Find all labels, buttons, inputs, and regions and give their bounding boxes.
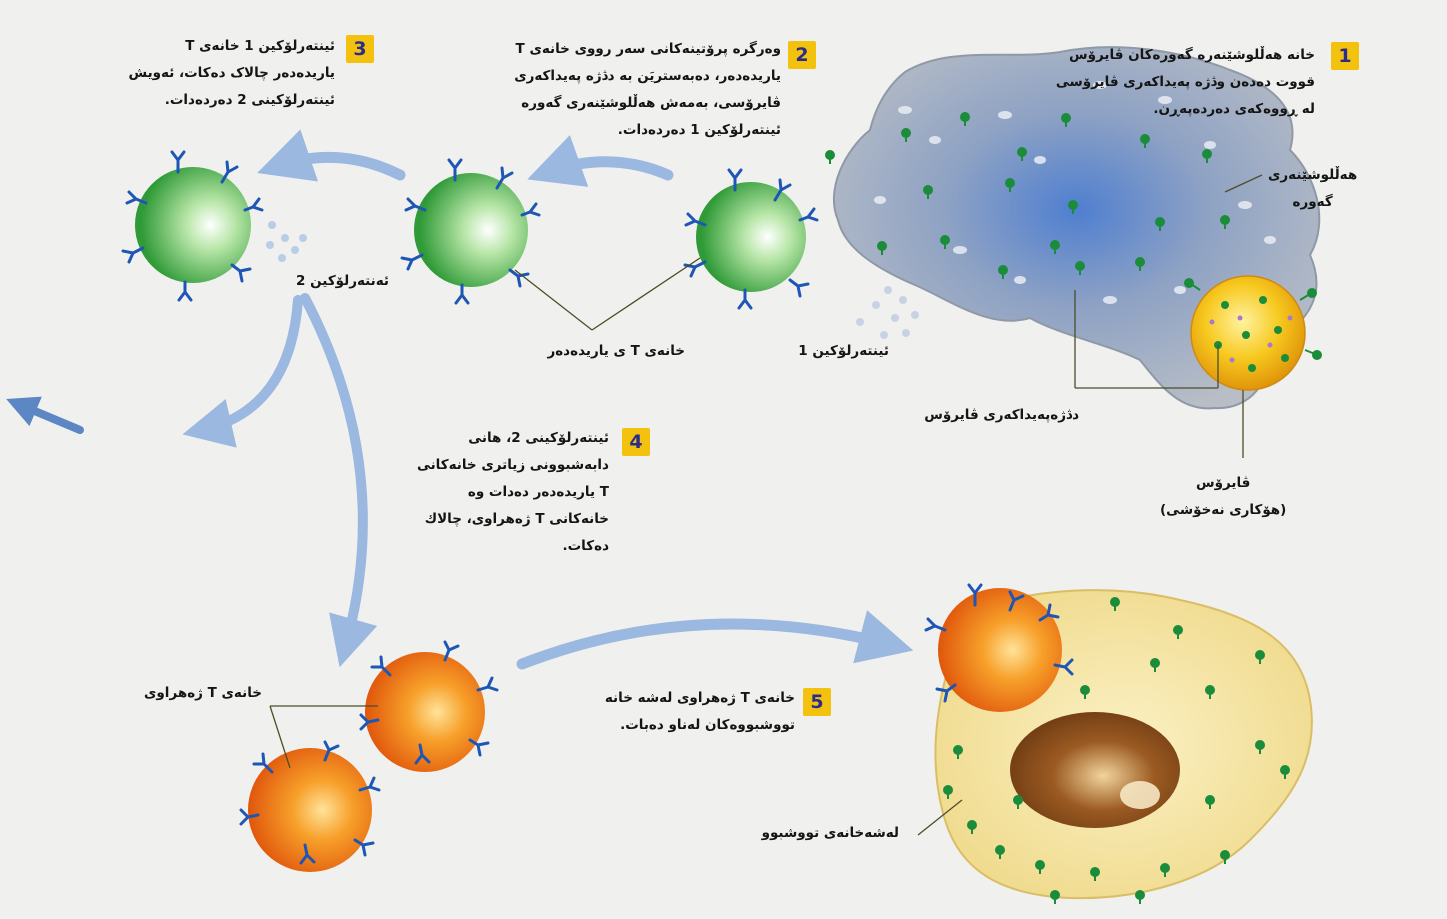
step-4-line-4: خانەکانی T ژەهراوی، چالاك	[417, 506, 609, 533]
virus-label-line-2: (هۆکاری نەخۆشی)	[1160, 497, 1286, 524]
step-5-line-2: تووشبووەکان لەناو دەبات.	[605, 712, 795, 739]
macrophage-label-line-2: گەورە	[1268, 189, 1357, 216]
macrophage-label: هەڵلوشێنەری گەورە	[1268, 162, 1357, 216]
helper-t-label: خانەی T ی یاریدەدەر	[547, 338, 685, 365]
step-5-line-1: خانەی T ژەهراوی لەشە خانە	[605, 685, 795, 712]
infected-cell-label: لەشەخانەی تووشبوو	[762, 820, 899, 847]
step-3-text: ئینتەرلۆکین 1 خانەی T یاریدەدەر چالاک دە…	[128, 33, 335, 114]
step-1-line-2: قووت دەدەن وڎژە پەیداکەری ڤایرۆسی	[1056, 69, 1315, 96]
step-5-badge: 5	[803, 688, 831, 716]
step-1-badge: 1	[1331, 42, 1359, 70]
macrophage-label-line-1: هەڵلوشێنەری	[1268, 162, 1357, 189]
step-3-line-1: ئینتەرلۆکین 1 خانەی T	[128, 33, 335, 60]
step-1-line-1: خانە هەڵلوشێنەرە گەورەکان ڤایرۆس	[1056, 42, 1315, 69]
step-4-line-3: T یاریدەدەر دەدات وە	[417, 479, 609, 506]
step-2-line-4: ئینتەرلۆکین 1 دەردەدات.	[514, 117, 781, 144]
virus-label: ڤایرۆس (هۆکاری نەخۆشی)	[1160, 470, 1286, 524]
interleukin1-label: ئینتەرلۆکین 1	[798, 338, 889, 365]
step-2-line-2: یاریدەدەر، دەبەستریَن بە دڎژە پەیداکەری	[514, 63, 781, 90]
step-2-badge: 2	[788, 41, 816, 69]
step-4-line-5: دەکات.	[417, 533, 609, 560]
killer-t-label: خانەی T ژەهراوی	[144, 680, 262, 707]
step-2-text: وەرگرە پرۆتینەکانی سەر رووی خانەی T یاری…	[514, 36, 781, 144]
step-1-text: خانە هەڵلوشێنەرە گەورەکان ڤایرۆس قووت دە…	[1056, 42, 1315, 123]
step-4-line-1: ئینتەرلۆکینی 2، هانی	[417, 425, 609, 452]
step-4-line-2: دابەشبوونی زیاتری خانەکانی	[417, 452, 609, 479]
virus-label-line-1: ڤایرۆس	[1160, 470, 1286, 497]
step-1-line-3: لە ڕووەکەی دەردەپەڕن.	[1056, 96, 1315, 123]
step-5-text: خانەی T ژەهراوی لەشە خانە تووشبووەکان لە…	[605, 685, 795, 739]
step-3-line-3: ئینتەرلۆکینی 2 دەردەدات.	[128, 87, 335, 114]
step-2-line-3: ڤایرۆسی، بەمەش هەڵلوشێنەری گەورە	[514, 90, 781, 117]
step-4-badge: 4	[622, 428, 650, 456]
step-2-line-1: وەرگرە پرۆتینەکانی سەر رووی خانەی T	[514, 36, 781, 63]
step-3-line-2: یاریدەدەر چالاک دەکات، ئەویش	[128, 60, 335, 87]
step-4-text: ئینتەرلۆکینی 2، هانی دابەشبوونی زیاتری خ…	[417, 425, 609, 560]
antigen-label: دڎژەپەیداکەری ڤایرۆس	[924, 402, 1079, 429]
step-3-badge: 3	[346, 35, 374, 63]
interleukin2-label: ئەنتەرلۆکین 2	[296, 268, 389, 295]
